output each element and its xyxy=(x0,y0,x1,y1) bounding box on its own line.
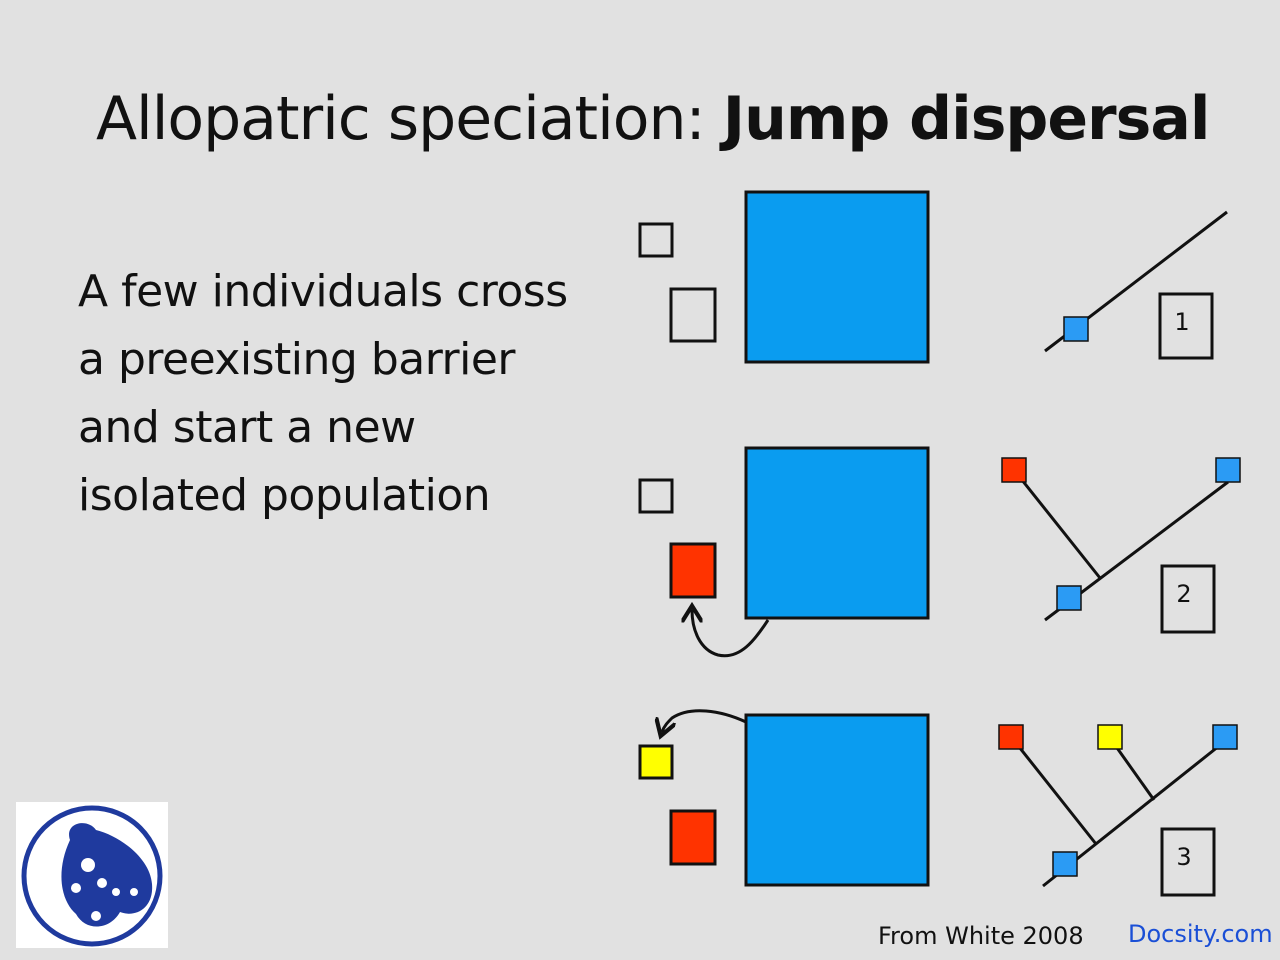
tree-tip-blue xyxy=(1215,457,1241,483)
dispersal-arrow xyxy=(662,709,747,732)
panel-2: 2 xyxy=(638,446,1241,658)
island-small-empty xyxy=(638,222,674,258)
tree-branch xyxy=(1012,469,1102,579)
island-small-empty xyxy=(638,478,674,514)
tree-tip-red xyxy=(1001,457,1027,483)
panel-label-box xyxy=(1158,292,1214,360)
mainland-blue xyxy=(744,190,930,364)
dispersal-arrow xyxy=(692,610,770,658)
tree-tip-red xyxy=(998,724,1024,750)
tree-branch xyxy=(1010,737,1098,845)
source-credit: From White 2008 xyxy=(878,922,1084,950)
body-line: A few individuals cross xyxy=(78,266,568,317)
island-medium-empty xyxy=(669,287,717,343)
panel-label: 3 xyxy=(1176,843,1191,871)
panel-label-box xyxy=(1160,564,1216,634)
panel-label-box xyxy=(1160,827,1216,897)
title-bold: Jump dispersal xyxy=(722,84,1211,154)
slide-body-text: A few individuals cross a preexisting ba… xyxy=(78,258,638,530)
panel-1: 1 xyxy=(638,190,1228,364)
island-colonized-red xyxy=(669,809,717,866)
body-line: and start a new xyxy=(78,402,416,453)
tree-tip-blue xyxy=(1212,724,1238,750)
panel-3: 3 xyxy=(638,709,1238,897)
body-line: isolated population xyxy=(78,470,491,521)
tree-tip-yellow xyxy=(1097,724,1123,750)
mainland-blue xyxy=(744,446,930,620)
tree-node-blue xyxy=(1052,851,1078,877)
watermark-link[interactable]: Docsity.com xyxy=(1128,920,1273,948)
island-colonized-yellow xyxy=(638,744,674,780)
body-line: a preexisting barrier xyxy=(78,334,516,385)
title-regular: Allopatric speciation: xyxy=(96,84,723,154)
panel-label: 2 xyxy=(1176,580,1191,608)
panel-label: 1 xyxy=(1174,308,1189,336)
mainland-blue xyxy=(744,713,930,887)
docsity-logo-icon xyxy=(16,802,168,948)
tree-node-blue xyxy=(1056,585,1082,611)
island-colonized-red xyxy=(669,542,717,599)
tree-node-blue xyxy=(1063,316,1089,342)
slide-title: Allopatric speciation: Jump dispersal xyxy=(96,84,1216,154)
